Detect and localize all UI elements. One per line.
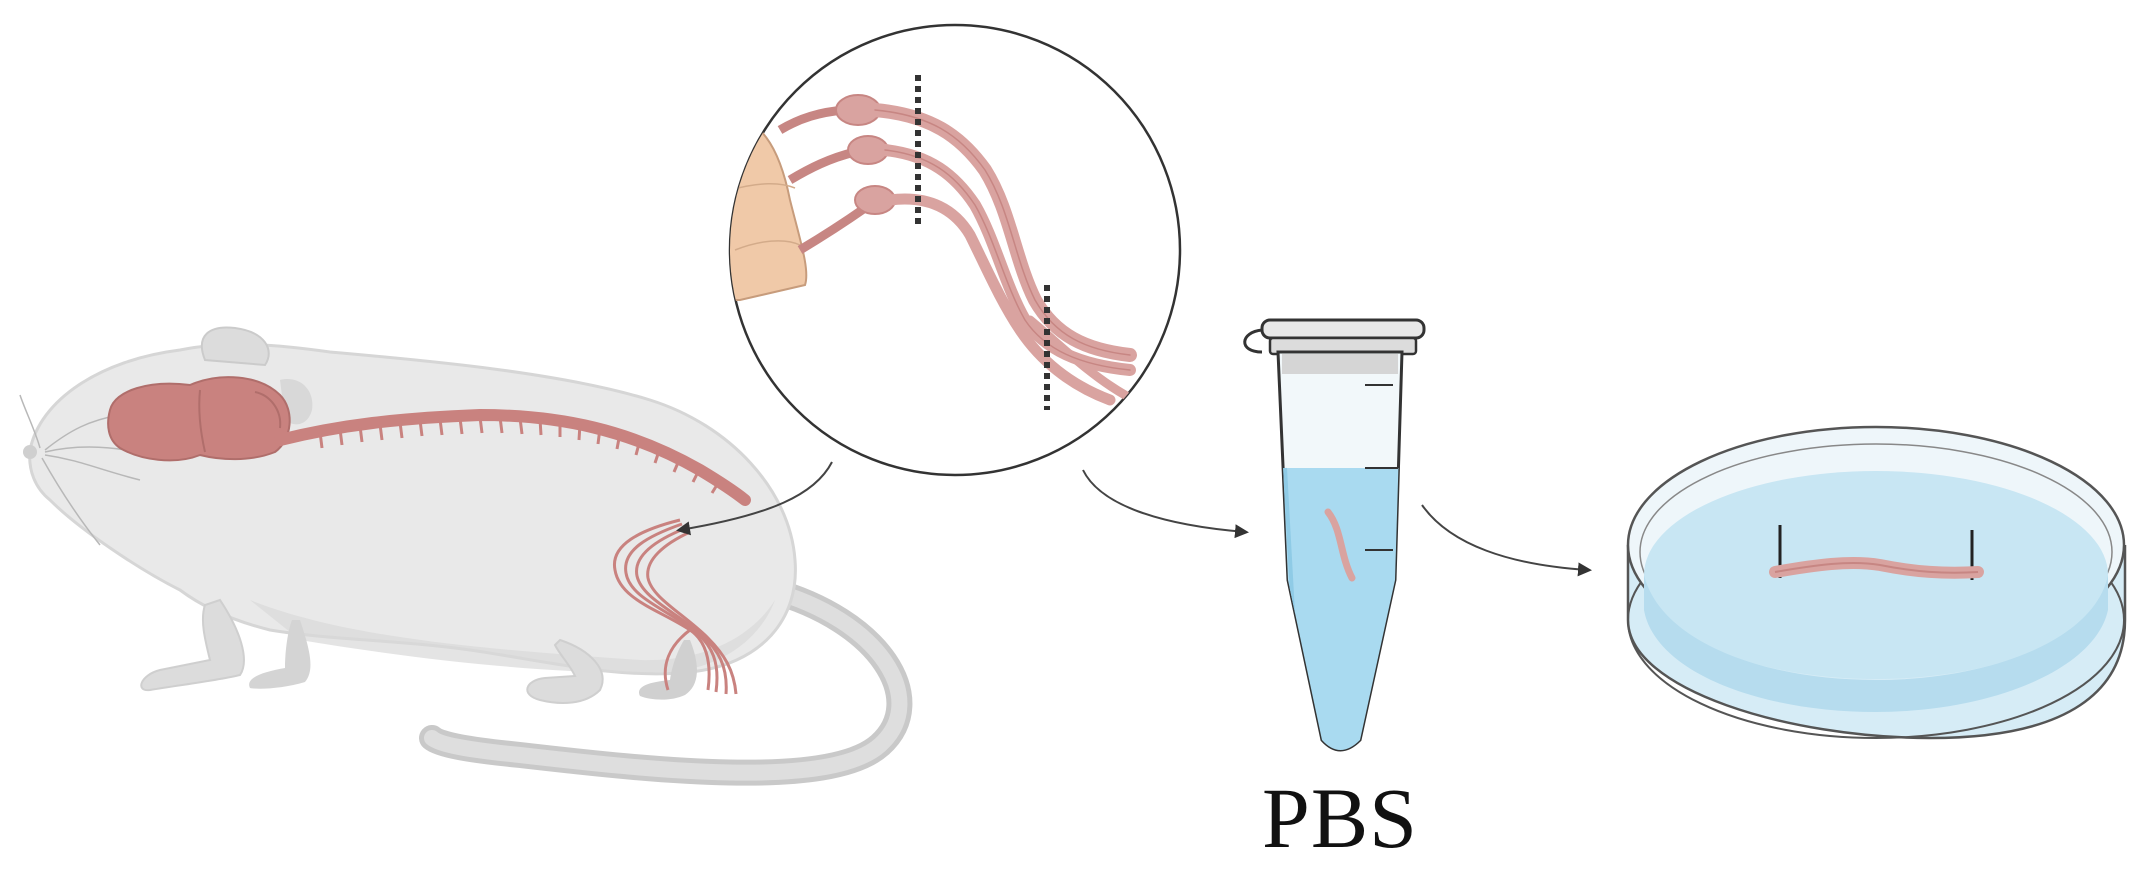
microcentrifuge-tube [1243, 318, 1426, 752]
rat-nose [23, 445, 37, 459]
tube-lid [1260, 318, 1426, 340]
rat-illustration [19, 326, 913, 786]
arrow-circle-to-tube [1082, 469, 1249, 539]
dish-liquid [1644, 471, 2108, 679]
tube-label-pbs: PBS [1261, 770, 1419, 866]
sciatic-nerve-magnified [868, 103, 1137, 406]
rat-front-leg [140, 598, 245, 692]
tube-liquid [1278, 468, 1402, 750]
magnifier-circle [728, 23, 1182, 477]
nerve-segment-in-tube [1324, 508, 1356, 582]
rat-hind-leg [526, 638, 604, 704]
arrow-rat-to-circle [676, 461, 833, 536]
petri-dish [1626, 425, 2127, 740]
arrow-tube-to-dish [1421, 504, 1592, 577]
rat-ear [200, 326, 270, 367]
rat-sciatic-nerve [612, 518, 738, 695]
tube-hinge [1243, 328, 1263, 354]
spinal-nerve-roots [318, 416, 722, 494]
rat-spinal-cord [274, 408, 751, 506]
